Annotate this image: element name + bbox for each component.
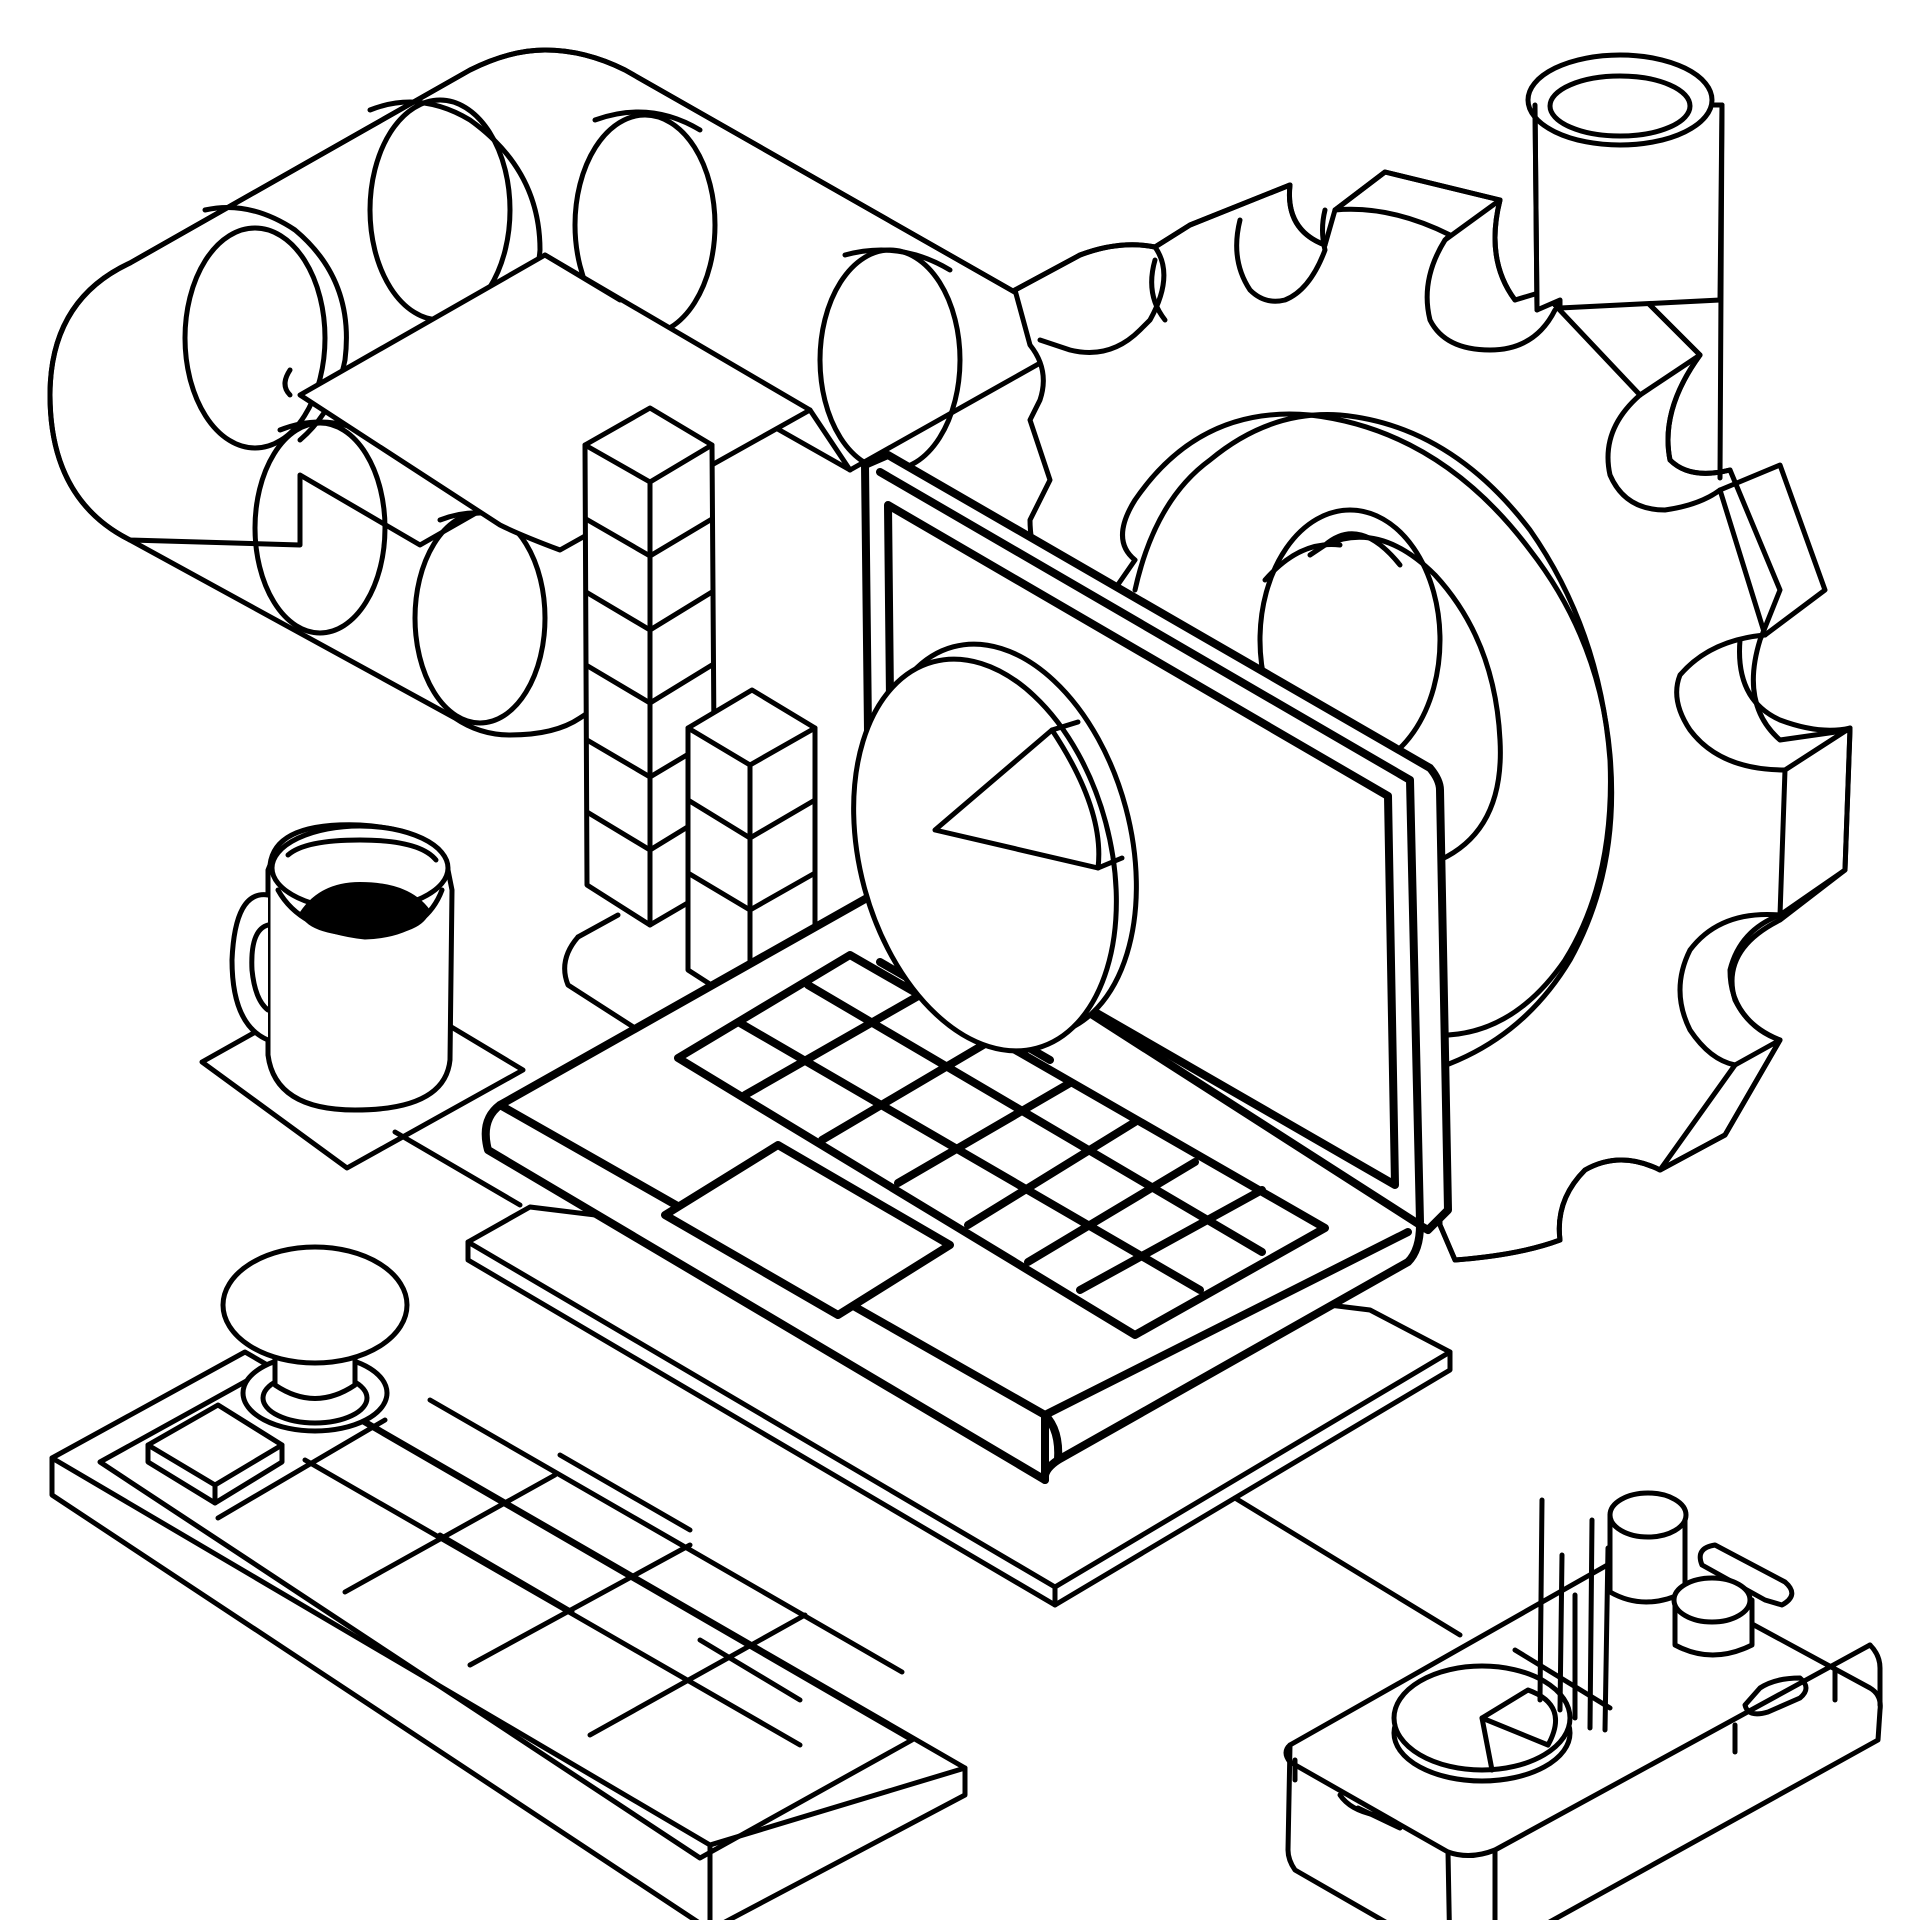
bar-chart-icon xyxy=(562,405,818,1033)
pie-chart-icon xyxy=(851,641,1139,1054)
coffee-mug-icon xyxy=(199,822,526,1171)
gear-icon xyxy=(1012,169,1853,1263)
laptop-icon xyxy=(465,451,1453,1608)
cable-line xyxy=(392,1129,523,1208)
database-cylinder-icon xyxy=(1525,52,1725,481)
cable-line xyxy=(1232,1495,1463,1638)
joystick-icon xyxy=(220,1244,410,1434)
keypad-panel-icon xyxy=(49,1349,968,1920)
smartphone-icon xyxy=(1283,1490,1883,1920)
